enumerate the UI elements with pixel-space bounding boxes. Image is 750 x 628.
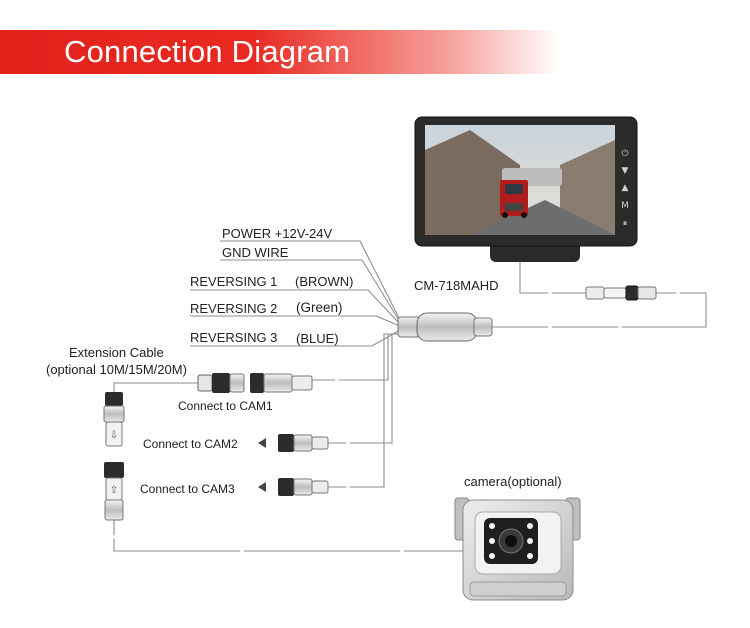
cam2-connector	[258, 434, 329, 452]
cam3-label: Connect to CAM3	[140, 482, 235, 496]
reversing1-wire	[190, 289, 401, 325]
gnd-wire	[220, 259, 401, 323]
power-wire	[220, 240, 401, 321]
reversing2-color: (Green)	[296, 300, 343, 315]
cam2-label: Connect to CAM2	[143, 437, 238, 451]
extension-cable-label: Extension Cable	[69, 345, 164, 360]
harness-junction-box	[397, 312, 493, 342]
extension-top-wire	[113, 382, 198, 392]
cam3-branch-wire	[328, 333, 400, 488]
cam2-arrow-icon	[258, 438, 266, 448]
gnd-label: GND WIRE	[222, 245, 289, 260]
down-button-icon: ▼	[622, 166, 629, 176]
reversing3-wire	[190, 329, 401, 347]
reversing2-label: REVERSING 2	[190, 301, 278, 316]
power-button-icon: ⏻	[621, 148, 628, 159]
camera-label: camera(optional)	[464, 474, 562, 489]
page-title: Connection Diagram	[64, 34, 351, 69]
monitor	[414, 116, 638, 262]
title-banner	[0, 30, 560, 74]
monitor-buttons: ⏻ ▼ ▲ M ⏸	[621, 148, 629, 229]
wire-harness	[113, 240, 707, 552]
down-arrow-icon: ⇩	[110, 430, 118, 441]
cam3-connector	[258, 478, 329, 496]
up-arrow-icon: ⇧	[110, 485, 118, 496]
up-button-icon: ▲	[622, 183, 629, 193]
pause-button-icon: ⏸	[623, 219, 628, 229]
cam1-connector	[197, 373, 313, 393]
reversing1-color: (BROWN)	[295, 274, 354, 289]
monitor-model-label: CM-718MAHD	[414, 278, 499, 293]
menu-button-icon: M	[621, 201, 629, 211]
cam3-arrow-icon	[258, 482, 266, 492]
camera	[454, 497, 581, 601]
harness-to-monitor-wire	[490, 292, 707, 328]
reversing3-label: REVERSING 3	[190, 330, 278, 345]
screen-road	[470, 200, 615, 235]
screen-mountain	[425, 130, 520, 235]
extension-cable-length: (optional 10M/15M/20M)	[46, 362, 187, 377]
cam2-branch-wire	[328, 334, 393, 444]
cam1-label: Connect to CAM1	[178, 399, 273, 413]
power-label: POWER +12V-24V	[222, 226, 333, 241]
monitor-cable	[519, 262, 600, 294]
monitor-connector	[585, 285, 657, 301]
reversing3-color: (BLUE)	[296, 331, 339, 346]
reversing2-wire	[190, 315, 401, 327]
extension-cable-connectors: ⇩ ⇧	[103, 392, 125, 521]
wire-break-marks	[109, 288, 682, 556]
extension-to-camera-wire	[113, 520, 463, 552]
reversing1-label: REVERSING 1	[190, 274, 278, 289]
